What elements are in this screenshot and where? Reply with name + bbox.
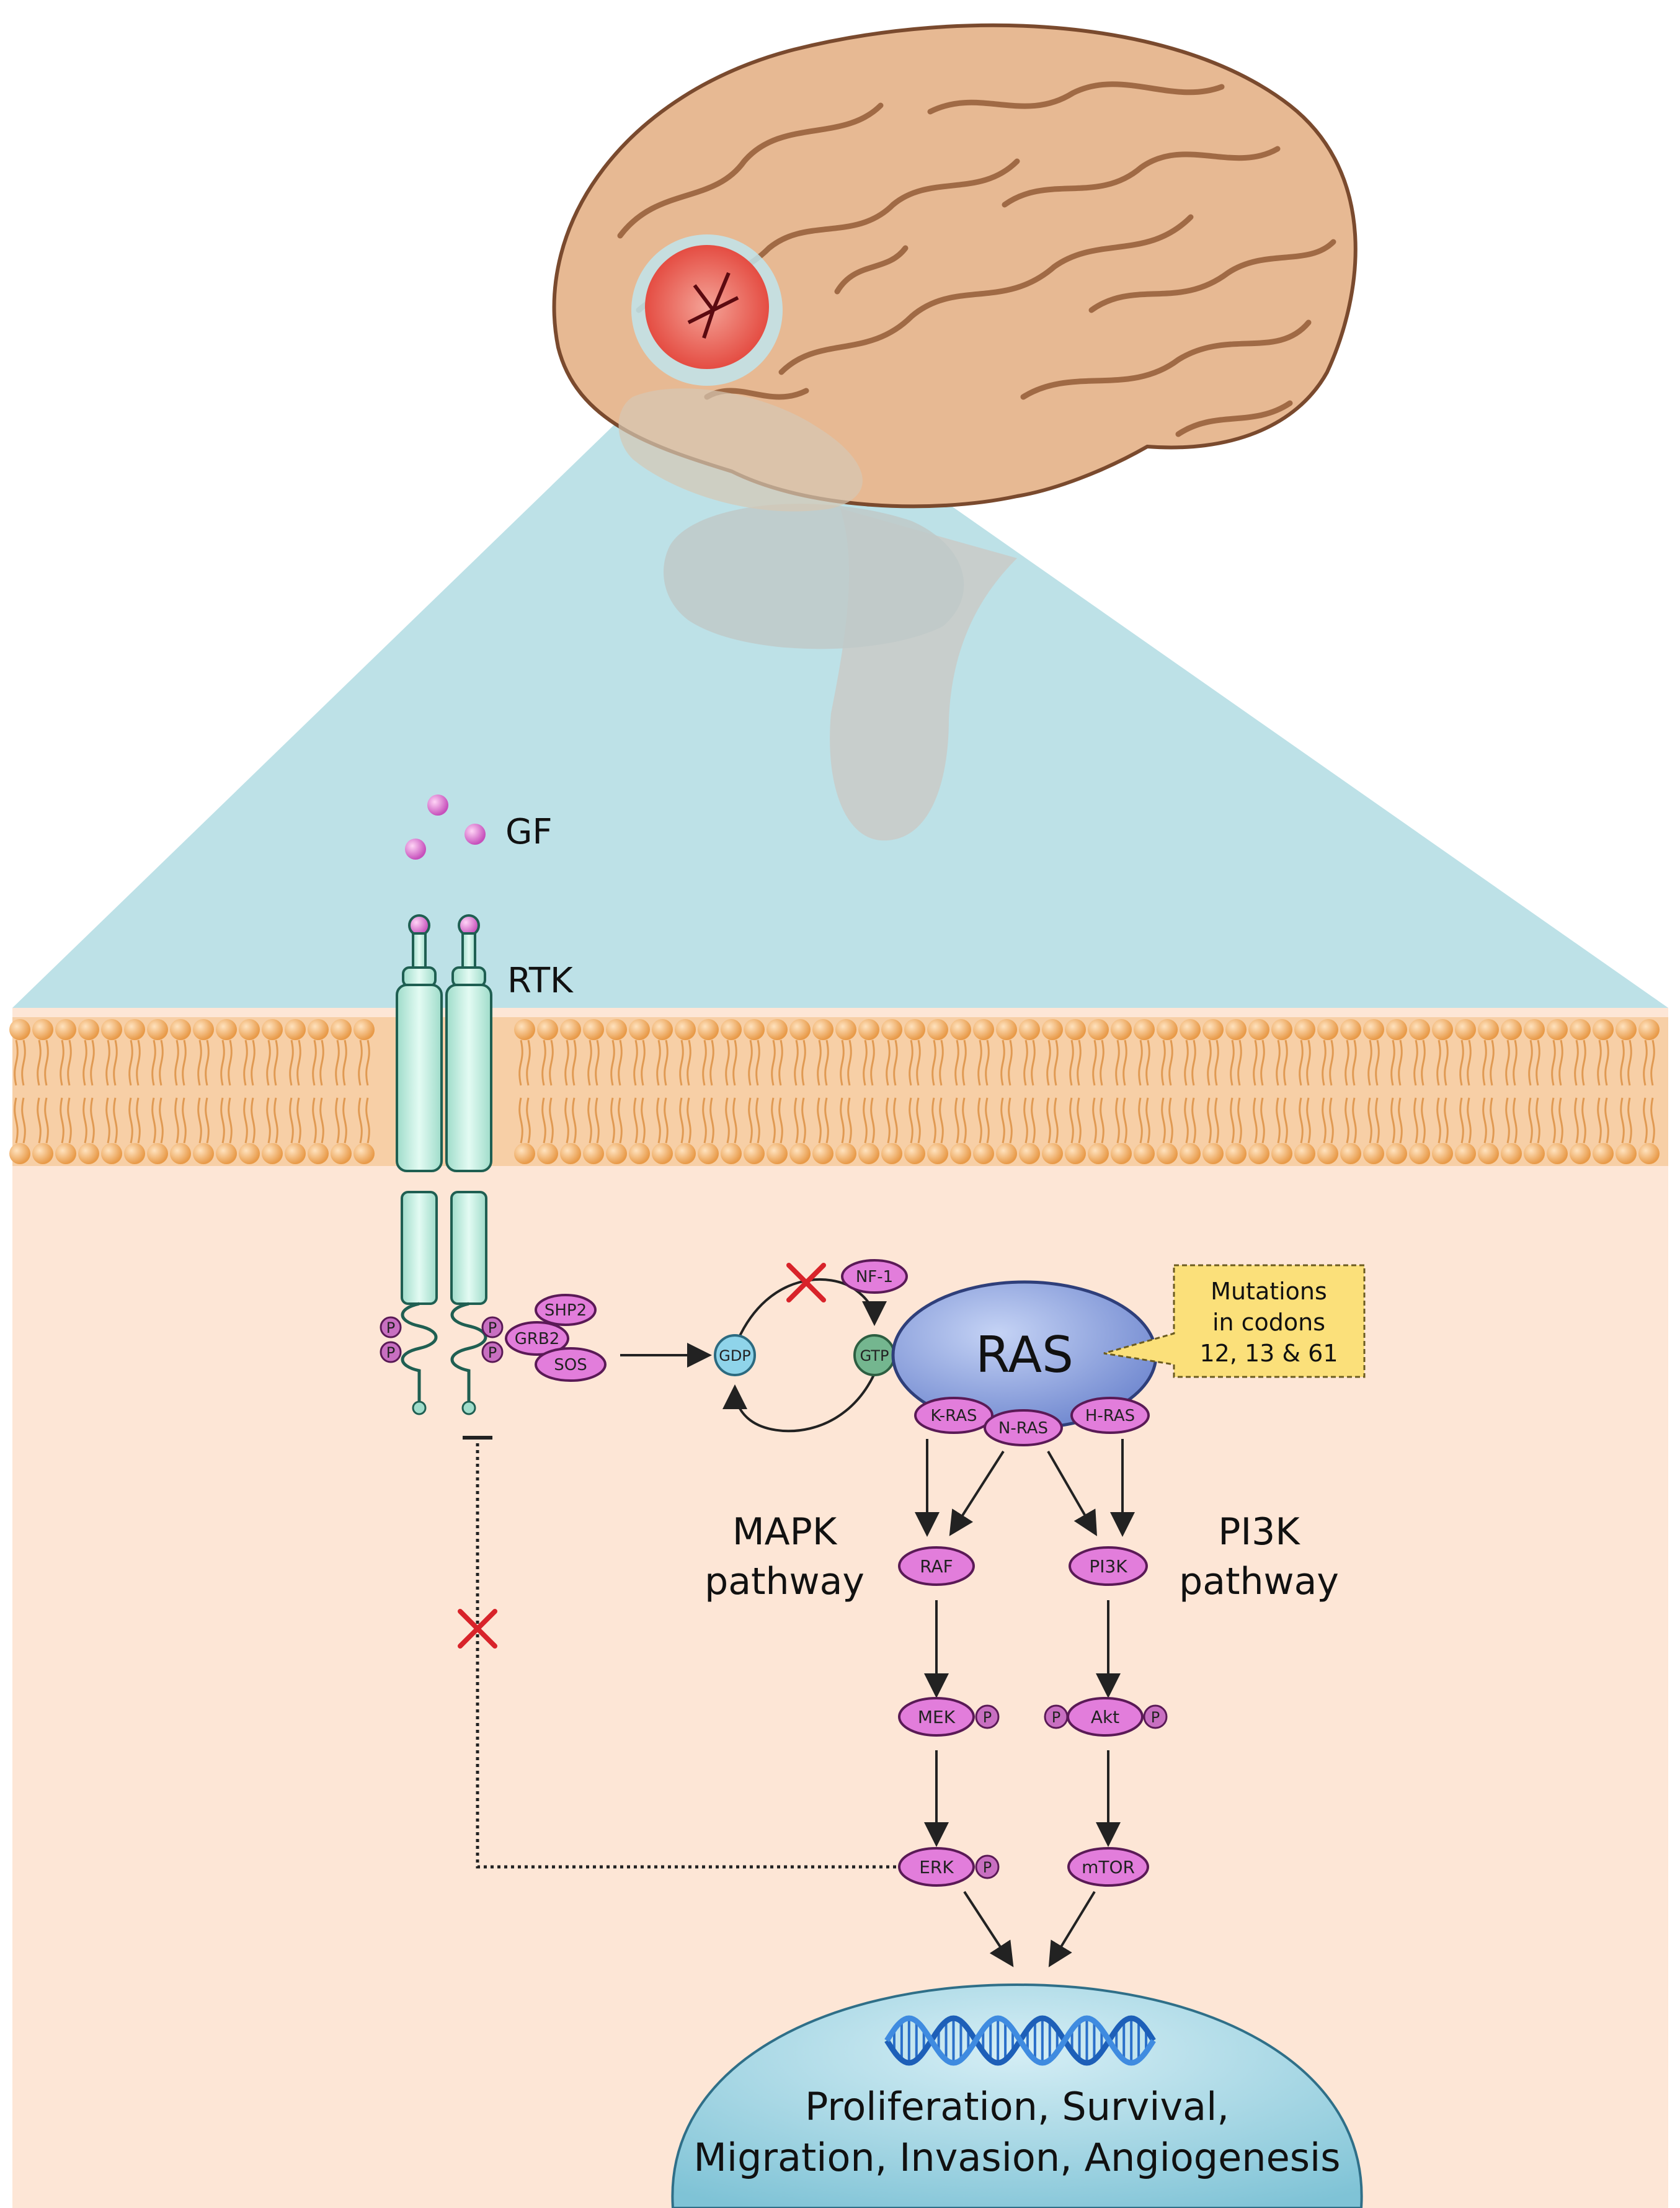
svg-text:MEK: MEK — [918, 1707, 956, 1727]
outcome-line-1: Proliferation, Survival, — [805, 2084, 1229, 2129]
sos-node: SOS — [535, 1347, 607, 1382]
svg-text:P: P — [488, 1344, 497, 1361]
svg-text:NF-1: NF-1 — [856, 1268, 893, 1286]
nf1-inhibited-x — [786, 1263, 826, 1302]
svg-text:N-RAS: N-RAS — [998, 1419, 1048, 1438]
gtp-node: GTP — [853, 1334, 896, 1376]
feedback-inhibited-x — [458, 1609, 497, 1649]
mek-phosphate: P — [975, 1704, 1000, 1729]
tumor-vessels — [687, 272, 739, 339]
svg-text:H-RAS: H-RAS — [1085, 1407, 1135, 1425]
membrane-lipids — [9, 1019, 1660, 1164]
mutations-callout: Mutations in codons 12, 13 & 61 — [1103, 1264, 1366, 1378]
nras-node: N-RAS — [984, 1409, 1063, 1446]
growth-factor-1 — [427, 795, 448, 816]
cerebellum — [664, 504, 964, 649]
rtk-phosphate-left-1: P — [380, 1316, 402, 1338]
rtk-monomer-left — [396, 914, 443, 1415]
rtk-phosphate-left-2: P — [380, 1341, 402, 1363]
gf-label: GF — [505, 812, 553, 852]
hras-node: H-RAS — [1070, 1397, 1150, 1434]
erk-phosphate: P — [975, 1854, 1000, 1879]
svg-text:SOS: SOS — [554, 1356, 587, 1374]
svg-text:P: P — [1151, 1709, 1160, 1726]
akt-node: Akt — [1067, 1697, 1144, 1737]
nf1-node: NF-1 — [841, 1259, 908, 1294]
svg-text:SHP2: SHP2 — [544, 1301, 587, 1320]
rtk-label: RTK — [507, 961, 574, 1001]
svg-text:Akt: Akt — [1091, 1707, 1119, 1727]
svg-text:GRB2: GRB2 — [515, 1330, 560, 1348]
arrow-mtor-to-nucleus — [1048, 1890, 1096, 1967]
temporal-lobe — [618, 388, 863, 512]
nucleus — [671, 1983, 1363, 2208]
rtk-monomer-right — [445, 914, 492, 1415]
mapk-pathway-label-1: MAPK — [732, 1510, 838, 1554]
gdp-node: GDP — [714, 1334, 756, 1376]
ras-cycle: GDP GTP NF-1 — [714, 1259, 908, 1433]
growth-factor-3 — [405, 839, 426, 860]
akt-phosphate-right: P — [1143, 1704, 1168, 1729]
kras-node: K-RAS — [914, 1397, 993, 1434]
svg-text:P: P — [1052, 1709, 1060, 1726]
shp2-node: SHP2 — [535, 1294, 597, 1326]
svg-text:mTOR: mTOR — [1082, 1857, 1135, 1877]
growth-factor-2 — [464, 824, 486, 845]
membrane-band — [12, 1017, 1668, 1166]
outcome-line-2: Migration, Invasion, Angiogenesis — [693, 2135, 1340, 2180]
mtor-node: mTOR — [1067, 1847, 1149, 1887]
mek-node: MEK — [898, 1697, 975, 1737]
svg-text:P: P — [488, 1319, 497, 1337]
svg-text:12, 13 & 61: 12, 13 & 61 — [1199, 1340, 1338, 1367]
raf-node: RAF — [898, 1546, 975, 1586]
svg-text:P: P — [983, 1859, 992, 1876]
svg-text:K-RAS: K-RAS — [930, 1407, 977, 1425]
cycle-arrow-top — [737, 1278, 887, 1340]
akt-phosphate-left: P — [1044, 1704, 1069, 1729]
arrow-erk-to-nucleus — [963, 1890, 1014, 1967]
pi3k-node: PI3K — [1069, 1546, 1148, 1586]
rtk-receptor — [396, 914, 492, 1415]
grb2-node: GRB2 — [505, 1321, 569, 1356]
erk-node: ERK — [898, 1847, 975, 1887]
mapk-pathway-label-2: pathway — [704, 1560, 864, 1603]
svg-text:in codons: in codons — [1212, 1309, 1325, 1336]
pi3k-pathway-label-2: pathway — [1179, 1560, 1339, 1603]
rtk-phosphate-right-2: P — [481, 1341, 504, 1363]
svg-text:P: P — [386, 1344, 395, 1361]
svg-text:GTP: GTP — [860, 1347, 889, 1364]
svg-text:P: P — [983, 1709, 992, 1726]
brain-illustration — [552, 23, 1358, 841]
dna-helix-icon — [884, 2015, 1156, 2066]
svg-text:RAF: RAF — [920, 1556, 953, 1577]
cycle-arrow-bottom — [722, 1373, 876, 1433]
isoform-arrows — [915, 1439, 1135, 1537]
svg-text:GDP: GDP — [719, 1347, 751, 1364]
svg-text:P: P — [386, 1319, 395, 1337]
svg-text:Mutations: Mutations — [1211, 1278, 1327, 1305]
svg-text:ERK: ERK — [919, 1857, 954, 1877]
tumor — [645, 245, 769, 369]
pi3k-pathway-label-1: PI3K — [1218, 1510, 1300, 1554]
erk-feedback-inhibition — [463, 1436, 896, 1869]
rtk-phosphate-right-1: P — [481, 1316, 504, 1338]
svg-text:PI3K: PI3K — [1089, 1556, 1127, 1577]
ras-label: RAS — [976, 1326, 1073, 1384]
cytoplasm — [12, 1008, 1668, 2208]
